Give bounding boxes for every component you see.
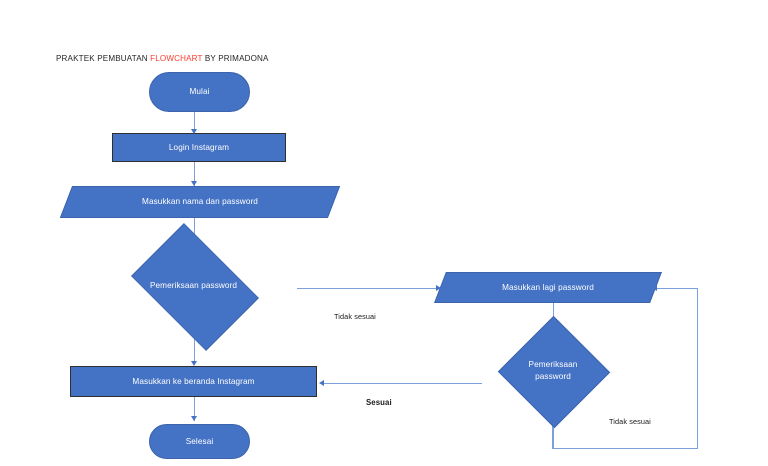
node-input-credentials-label: Masukkan nama dan password: [142, 197, 258, 207]
node-input-credentials[interactable]: Masukkan nama dan password: [59, 186, 341, 218]
edge-label-sesuai: Sesuai: [366, 398, 392, 407]
node-check-password-1-label: Pemeriksaan password: [149, 280, 238, 290]
node-login-instagram-label: Login Instagram: [168, 142, 230, 152]
node-login-instagram[interactable]: Login Instagram: [112, 133, 286, 162]
connector-check2-loop-down: [552, 409, 554, 449]
node-home[interactable]: Masukkan ke beranda Instagram: [70, 366, 317, 397]
node-retry-password-label: Masukkan lagi password: [502, 282, 594, 292]
node-selesai-label: Selesai: [185, 436, 214, 446]
connector-login-to-input: [193, 162, 195, 186]
edge-label-tidak-sesuai-2: Tidak sesuai: [609, 417, 651, 426]
node-check-password-2-label: Pemeriksaan password: [528, 360, 578, 381]
connector-check2-loop-bottom: [552, 448, 699, 450]
title-prefix: PRAKTEK PEMBUATAN: [56, 54, 151, 63]
node-retry-password[interactable]: Masukkan lagi password: [434, 272, 662, 303]
arrowhead-check2-to-home: [319, 379, 324, 386]
connector-check2-to-home: [322, 383, 482, 385]
connector-start-to-login: [193, 112, 195, 134]
node-mulai[interactable]: Mulai: [149, 72, 250, 112]
node-check-password-2[interactable]: Pemeriksaan password: [483, 315, 623, 428]
connector-check1-to-retry: [297, 288, 439, 290]
connector-check2-loop-up: [697, 288, 699, 449]
page-title: PRAKTEK PEMBUATAN FLOWCHART BY PRIMADONA: [56, 54, 269, 63]
arrowhead-home-to-end: [190, 416, 197, 421]
connector-home-to-end: [193, 397, 195, 421]
arrowhead-input-to-check1: [190, 243, 197, 248]
title-suffix: BY PRIMADONA: [202, 54, 269, 63]
node-mulai-label: Mulai: [189, 87, 210, 97]
connector-check1-to-home: [193, 322, 195, 364]
node-home-label: Masukkan ke beranda Instagram: [132, 376, 255, 386]
title-highlight: FLOWCHART: [150, 54, 203, 63]
node-check-password-1[interactable]: Pemeriksaan password: [90, 222, 297, 351]
edge-label-tidak-sesuai-1: Tidak sesuai: [334, 312, 376, 321]
connector-check2-loop-top: [657, 288, 698, 290]
arrowhead-start-to-login: [190, 129, 197, 134]
arrowhead-login-to-input: [190, 181, 197, 186]
arrowhead-loop-to-retry: [652, 284, 657, 291]
arrowhead-check1-to-retry: [436, 284, 441, 291]
arrowhead-retry-to-check2: [550, 327, 557, 332]
arrowhead-check1-to-home: [190, 361, 197, 366]
node-selesai[interactable]: Selesai: [149, 424, 250, 459]
